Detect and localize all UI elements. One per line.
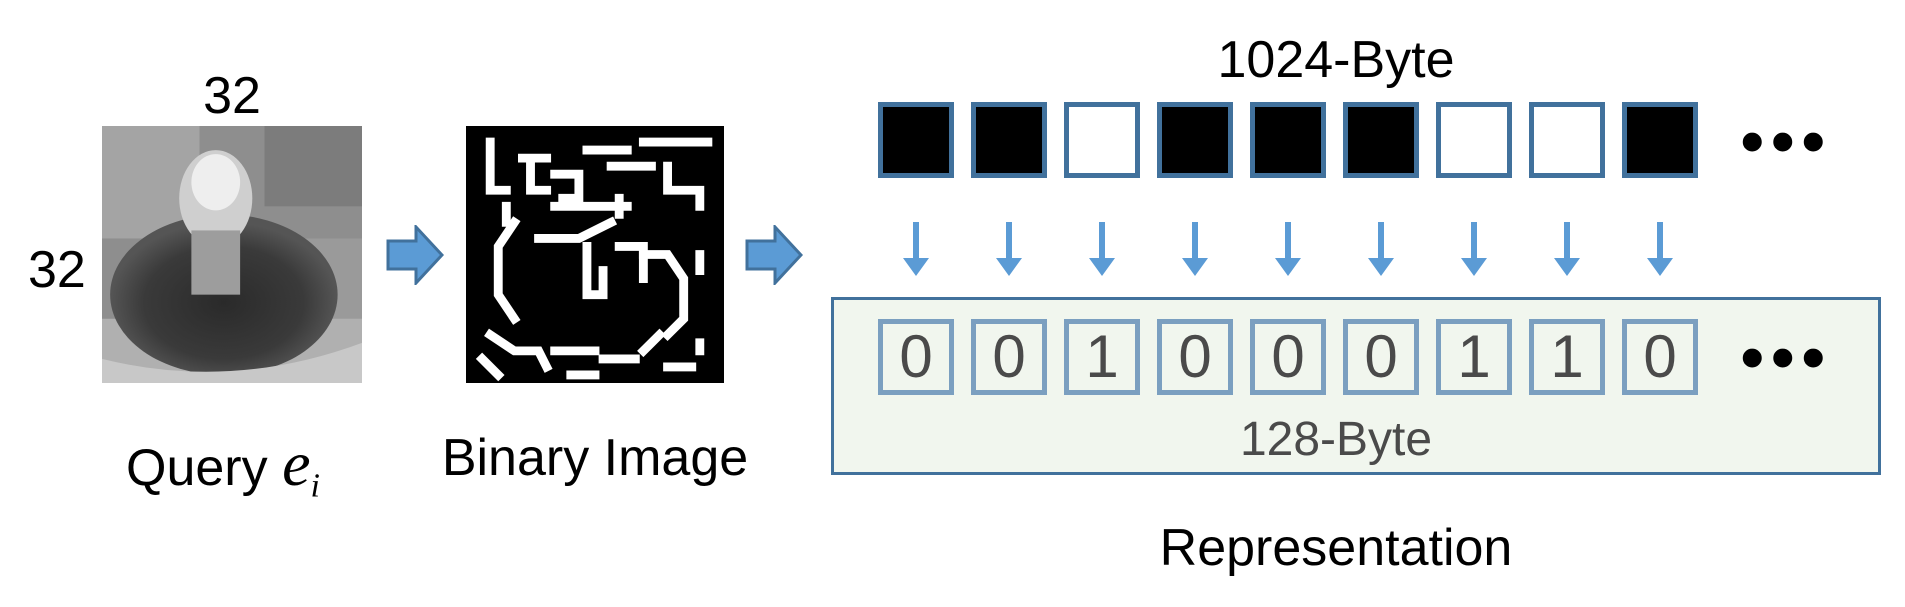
down-arrow-icon bbox=[1647, 222, 1673, 276]
bottom-bit-box: 0 bbox=[971, 319, 1047, 395]
bottom-bit-box: 1 bbox=[1064, 319, 1140, 395]
top-bit-box bbox=[1622, 102, 1698, 178]
representation-caption: Representation bbox=[1159, 519, 1513, 577]
top-bit-box bbox=[1436, 102, 1512, 178]
bottom-bit-box: 1 bbox=[1436, 319, 1512, 395]
down-arrow-icon bbox=[1089, 222, 1115, 276]
top-bit-box bbox=[1529, 102, 1605, 178]
bottom-byte-label: 128-Byte bbox=[1239, 413, 1433, 466]
top-bit-box bbox=[1157, 102, 1233, 178]
arrow-right-icon bbox=[745, 225, 803, 285]
top-bit-box bbox=[1250, 102, 1326, 178]
bottom-ellipsis: ••• bbox=[1740, 318, 1832, 396]
down-arrow-icon bbox=[996, 222, 1022, 276]
bottom-bit-box: 0 bbox=[1343, 319, 1419, 395]
bottom-bit-box: 1 bbox=[1529, 319, 1605, 395]
bottom-bit-box: 0 bbox=[1157, 319, 1233, 395]
query-caption: Query ei bbox=[126, 432, 320, 503]
bottom-bit-box: 0 bbox=[1250, 319, 1326, 395]
query-subscript: i bbox=[310, 467, 320, 505]
bottom-bit-box: 0 bbox=[878, 319, 954, 395]
down-arrow-icon bbox=[1368, 222, 1394, 276]
query-image bbox=[102, 126, 362, 383]
down-arrow-icon bbox=[1275, 222, 1301, 276]
top-bit-box bbox=[1064, 102, 1140, 178]
top-byte-label: 1024-Byte bbox=[1217, 31, 1455, 89]
binary-image bbox=[466, 126, 724, 383]
arrow-right-icon bbox=[386, 225, 444, 285]
down-arrow-icon bbox=[1461, 222, 1487, 276]
query-height-label: 32 bbox=[28, 241, 86, 299]
top-ellipsis: ••• bbox=[1740, 102, 1832, 180]
query-width-label: 32 bbox=[203, 67, 261, 125]
top-bit-box bbox=[971, 102, 1047, 178]
bottom-bit-box: 0 bbox=[1622, 319, 1698, 395]
down-arrow-icon bbox=[1554, 222, 1580, 276]
top-bit-box bbox=[878, 102, 954, 178]
top-bit-box bbox=[1343, 102, 1419, 178]
down-arrow-icon bbox=[1182, 222, 1208, 276]
binary-caption: Binary Image bbox=[441, 429, 749, 487]
query-symbol: e bbox=[282, 428, 311, 499]
down-arrow-icon bbox=[903, 222, 929, 276]
query-caption-text: Query bbox=[126, 439, 268, 497]
